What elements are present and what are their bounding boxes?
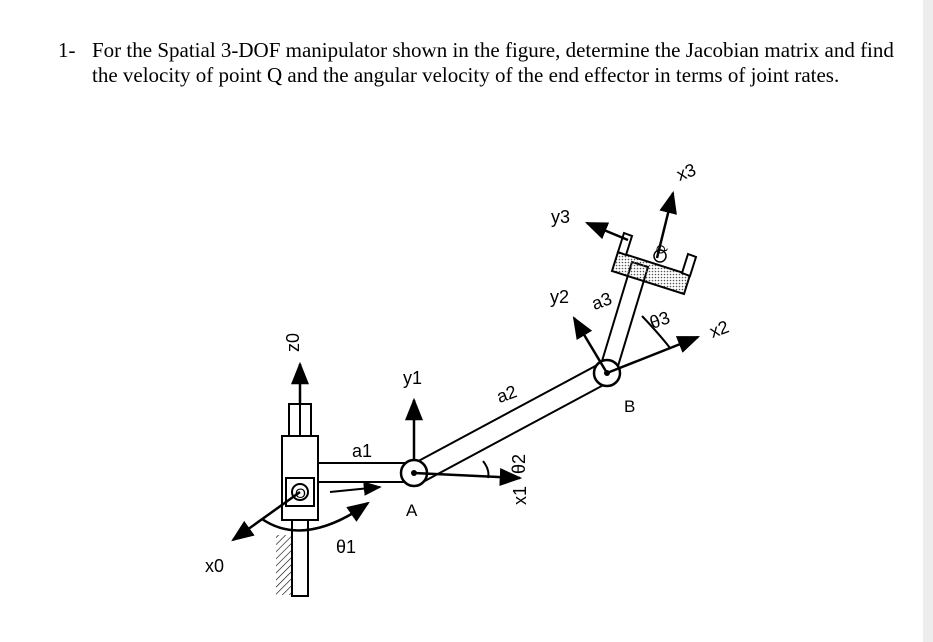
label-x0: x0 <box>205 556 224 576</box>
label-z0: z0 <box>283 333 303 352</box>
label-theta2: θ2 <box>509 454 529 474</box>
label-y1: y1 <box>403 368 422 388</box>
y2-axis <box>572 316 609 374</box>
label-a1: a1 <box>352 441 372 461</box>
page-edge-strip <box>923 0 933 642</box>
y3-axis <box>584 221 629 242</box>
problem-statement: 1- For the Spatial 3-DOF manipulator sho… <box>58 38 898 88</box>
theta1-arc <box>261 501 370 532</box>
problem-number: 1- <box>58 38 76 62</box>
link-a1 <box>318 462 410 483</box>
theta3-arc <box>641 315 671 349</box>
label-theta1: θ1 <box>336 537 356 557</box>
label-theta3: θ3 <box>647 307 673 333</box>
gripper <box>610 231 698 296</box>
label-x2: x2 <box>707 317 732 342</box>
label-Q: Q <box>653 243 669 257</box>
label-A: A <box>406 501 418 520</box>
label-a3: a3 <box>589 288 615 314</box>
x1-axis <box>413 468 523 487</box>
problem-text: For the Spatial 3-DOF manipulator shown … <box>92 38 894 87</box>
ground-hatch <box>276 535 292 595</box>
x0-axis <box>231 490 301 542</box>
label-O: O <box>295 485 306 501</box>
label-y2: y2 <box>550 287 569 307</box>
label-B: B <box>624 397 635 416</box>
label-x3: x3 <box>674 160 699 185</box>
label-y3: y3 <box>551 207 570 227</box>
label-a2: a2 <box>494 381 520 407</box>
label-x1: x1 <box>510 486 530 505</box>
theta2-arc <box>482 460 490 479</box>
x2-axis <box>606 335 701 375</box>
a1-arrow <box>329 481 382 496</box>
x3-axis <box>655 190 677 259</box>
